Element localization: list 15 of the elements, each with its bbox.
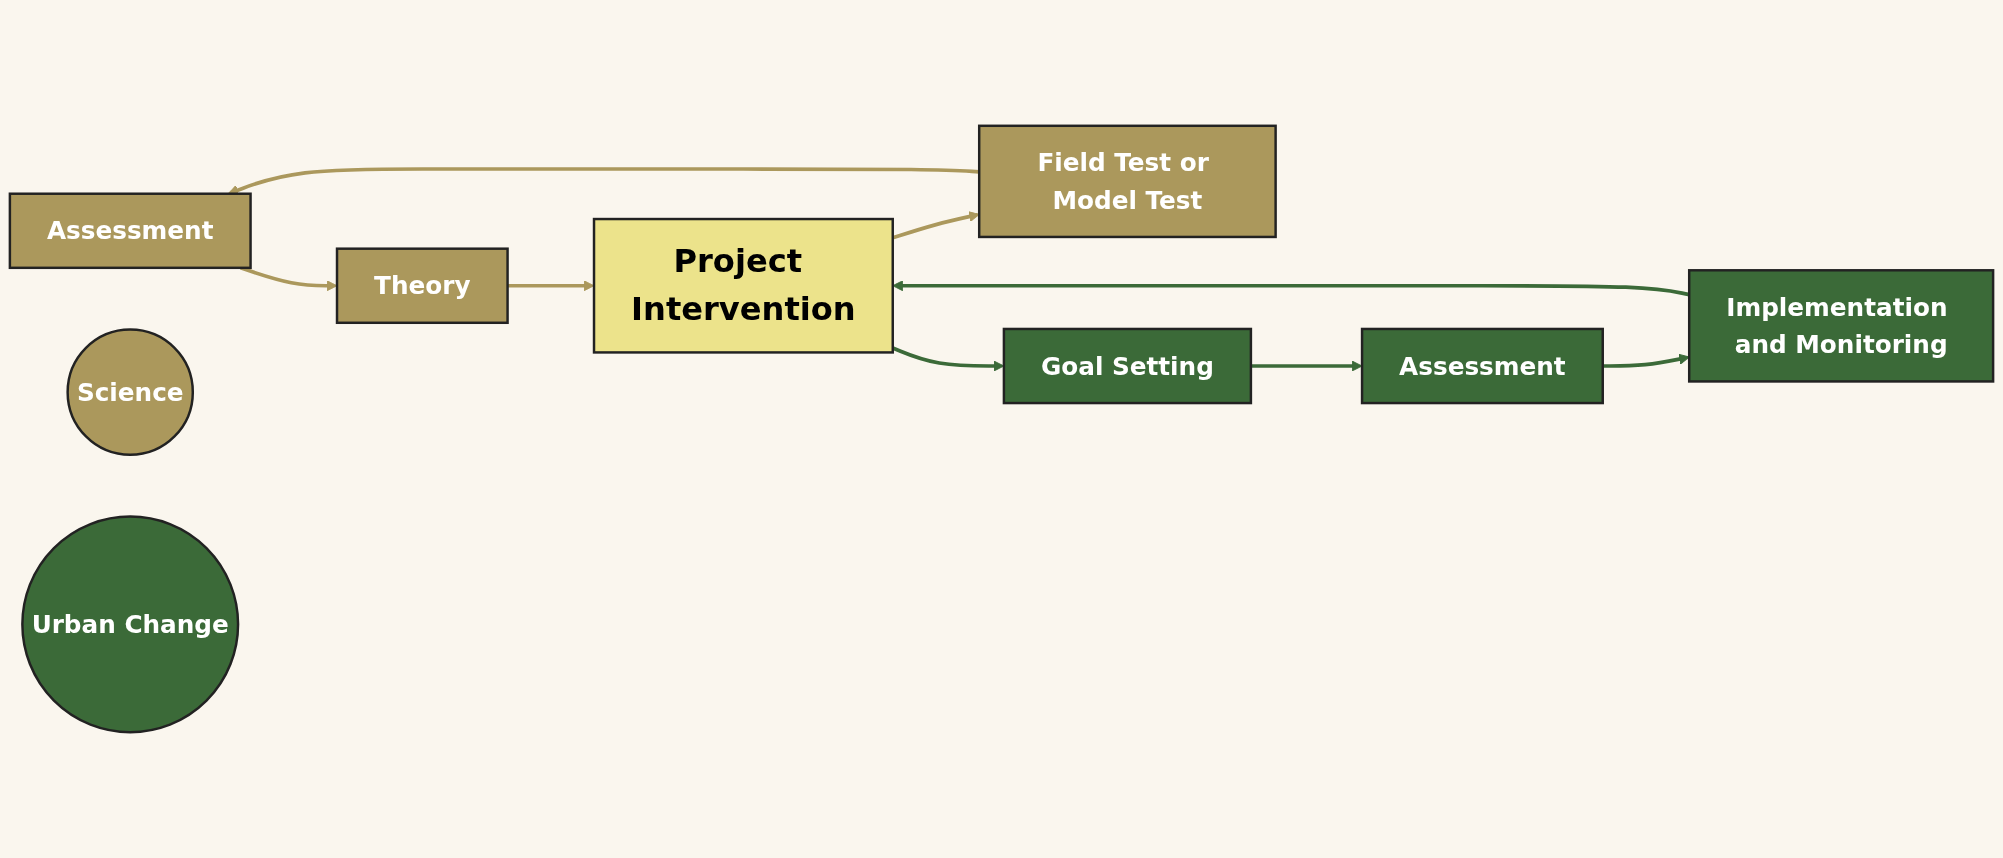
arrow bbox=[507, 280, 595, 292]
node-box: Assessment bbox=[8, 192, 252, 270]
arrow bbox=[892, 280, 1690, 297]
node-box: Assessment bbox=[1360, 327, 1604, 405]
node-box: Project Intervention bbox=[592, 217, 894, 354]
arrow bbox=[239, 266, 338, 292]
node-circle: Science bbox=[66, 328, 195, 456]
arrow bbox=[1250, 360, 1363, 372]
arrow bbox=[892, 211, 980, 240]
node-circle: Urban Change bbox=[21, 515, 240, 734]
node-box: Field Test or Model Test bbox=[977, 124, 1277, 239]
node-box: Theory bbox=[335, 247, 509, 325]
node-box: Goal Setting bbox=[1002, 327, 1253, 405]
node-box: Implementation and Monitoring bbox=[1687, 269, 1995, 383]
arrow bbox=[1602, 353, 1690, 368]
